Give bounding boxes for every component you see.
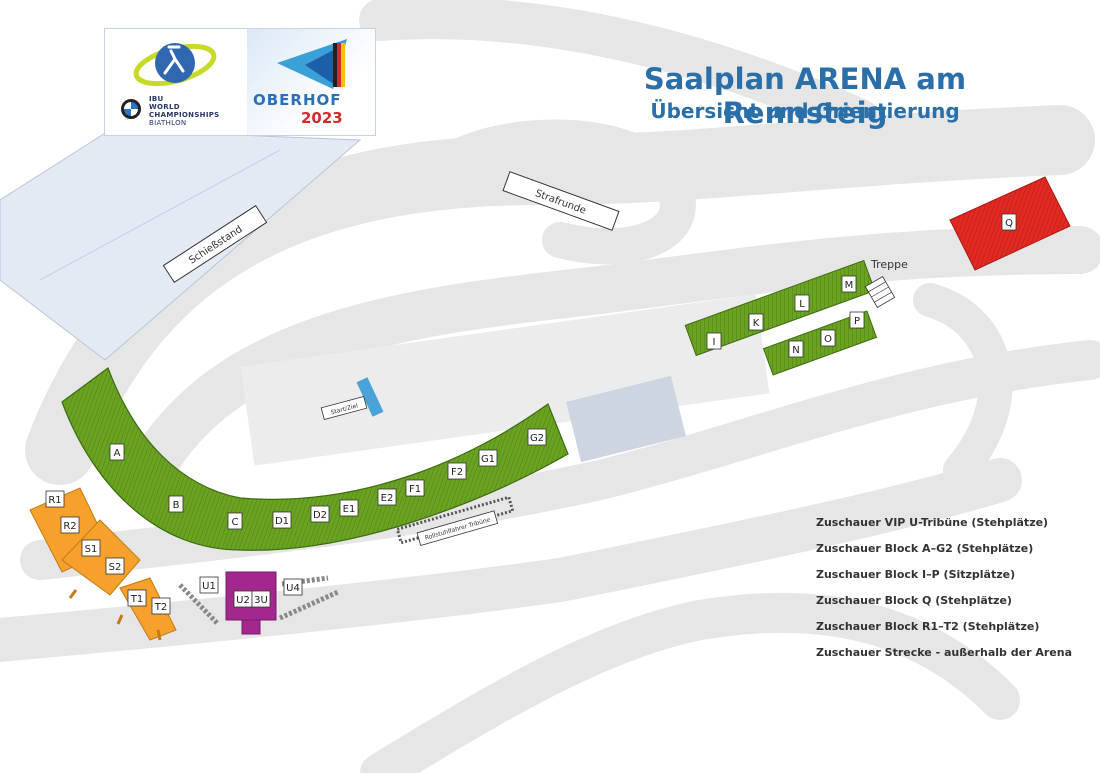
block-label-text: O: [824, 334, 832, 345]
block-label-d1: D1: [272, 511, 292, 529]
block-label-u1: U1: [199, 576, 219, 594]
block-label-text: G2: [530, 433, 544, 444]
block-label-e1: E1: [339, 499, 359, 517]
treppe-text: Treppe: [870, 258, 908, 271]
block-label-text: E2: [381, 493, 394, 504]
far-bottom-track: [360, 592, 1020, 773]
block-label-text: U2: [236, 595, 250, 606]
treppe-stairs: [864, 276, 896, 308]
block-label-t2: T2: [151, 597, 171, 615]
shooting-range: [0, 129, 362, 361]
block-label-text: F1: [409, 484, 421, 495]
block-label-text: Q: [1005, 218, 1013, 229]
block-label-text: M: [845, 280, 854, 291]
start-ziel-gate: [356, 377, 384, 417]
block-label-text: N: [792, 345, 799, 356]
block-label-text: I: [713, 337, 716, 348]
block-label-c: C: [227, 512, 243, 530]
block-label-a: A: [109, 443, 125, 461]
block-label-m: M: [841, 275, 857, 293]
legend-item-q: Zuschauer Block Q (Stehplätze): [816, 594, 1012, 607]
legend-item-strecke: Zuschauer Strecke - außerhalb der Arena: [816, 646, 1072, 659]
block-label-q: Q: [1001, 213, 1017, 231]
block-label-r1: R1: [45, 490, 65, 508]
legend-item-a-g2: Zuschauer Block A–G2 (Stehplätze): [816, 542, 1034, 555]
block-label-u2: U2: [233, 590, 253, 608]
block-label-text: U4: [286, 583, 300, 594]
block-label-t1: T1: [127, 589, 147, 607]
green-stand-a-g2: [61, 367, 569, 551]
block-label-text: E1: [343, 504, 356, 515]
page-subtitle: Übersicht und Orientierung: [650, 99, 960, 123]
block-label-r2: R2: [60, 516, 80, 534]
block-label-d2: D2: [310, 505, 330, 523]
block-label-3u: 3U: [251, 590, 271, 608]
block-label-text: S2: [109, 562, 122, 573]
block-label-text: B: [173, 500, 180, 511]
block-label-text: S1: [85, 544, 98, 555]
biathlete-icon: [163, 45, 185, 75]
legend-item-i-p: Zuschauer Block I–P (Sitzplätze): [816, 568, 1016, 581]
block-label-text: A: [114, 448, 121, 459]
block-label-text: P: [854, 316, 860, 327]
ibu-logo: IBU WORLD CHAMPIONSHIPS BIATHLON: [105, 29, 247, 135]
ibu-line-4: BIATHLON: [149, 119, 187, 127]
block-label-text: L: [799, 299, 805, 310]
bmw-logo-icon: [121, 99, 141, 119]
strafrunde-loop: [422, 119, 696, 265]
event-logo: IBU WORLD CHAMPIONSHIPS BIATHLON OBERHOF…: [104, 28, 376, 136]
block-label-s2: S2: [105, 557, 125, 575]
block-label-text: D1: [275, 516, 289, 527]
block-label-f2: F2: [447, 462, 467, 480]
bottom-track: [0, 458, 1022, 662]
oberhof-logo: [247, 29, 375, 135]
block-label-l: L: [794, 294, 810, 312]
grey-building: [566, 375, 686, 463]
block-label-u4: U4: [283, 578, 303, 596]
stand-lower-row: [762, 310, 878, 376]
page-title: Saalplan ARENA am Rennsteig: [643, 62, 967, 130]
orange-stand-s: [61, 519, 141, 596]
block-label-g2: G2: [527, 428, 547, 446]
right-curve: [913, 283, 1013, 487]
ibu-line-2: WORLD: [149, 103, 180, 111]
block-label-k: K: [748, 313, 764, 331]
block-label-f1: F1: [405, 479, 425, 497]
block-label-text: R1: [48, 495, 61, 506]
top-right-track: [359, 0, 881, 141]
start-ziel-marker: Start/Ziel: [320, 377, 384, 420]
block-label-text: 3U: [254, 595, 268, 606]
oberhof-year: 2023: [301, 109, 343, 127]
block-label-n: N: [788, 340, 804, 358]
block-label-text: G1: [481, 454, 495, 465]
legend-item-r1-t2: Zuschauer Block R1–T2 (Stehplätze): [816, 620, 1040, 633]
block-label-text: R2: [63, 521, 76, 532]
ibu-line-1: IBU: [149, 95, 164, 103]
block-label-text: K: [753, 318, 760, 329]
stand-upper-row: [684, 259, 876, 357]
block-label-g1: G1: [478, 449, 498, 467]
block-label-text: U1: [202, 581, 216, 592]
block-label-p: P: [849, 311, 865, 329]
block-label-text: C: [232, 517, 239, 528]
block-label-text: T2: [154, 602, 167, 613]
arena-stadium-area: [240, 294, 770, 466]
block-label-i: I: [706, 332, 722, 350]
ibu-globe-icon: [155, 43, 195, 83]
oberhof-text: OBERHOF: [253, 91, 342, 109]
block-label-text: T1: [130, 594, 143, 605]
shooting-lane: [39, 149, 281, 281]
block-label-s1: S1: [81, 539, 101, 557]
ibu-line-3: CHAMPIONSHIPS: [149, 111, 220, 119]
block-label-o: O: [820, 329, 836, 347]
block-label-text: F2: [451, 467, 463, 478]
block-label-text: D2: [313, 510, 327, 521]
block-label-b: B: [168, 495, 184, 513]
legend: Zuschauer VIP U-Tribüne (Stehplätze) Zus…: [816, 516, 1086, 672]
block-label-e2: E2: [377, 488, 397, 506]
legend-item-vip: Zuschauer VIP U-Tribüne (Stehplätze): [816, 516, 1049, 529]
